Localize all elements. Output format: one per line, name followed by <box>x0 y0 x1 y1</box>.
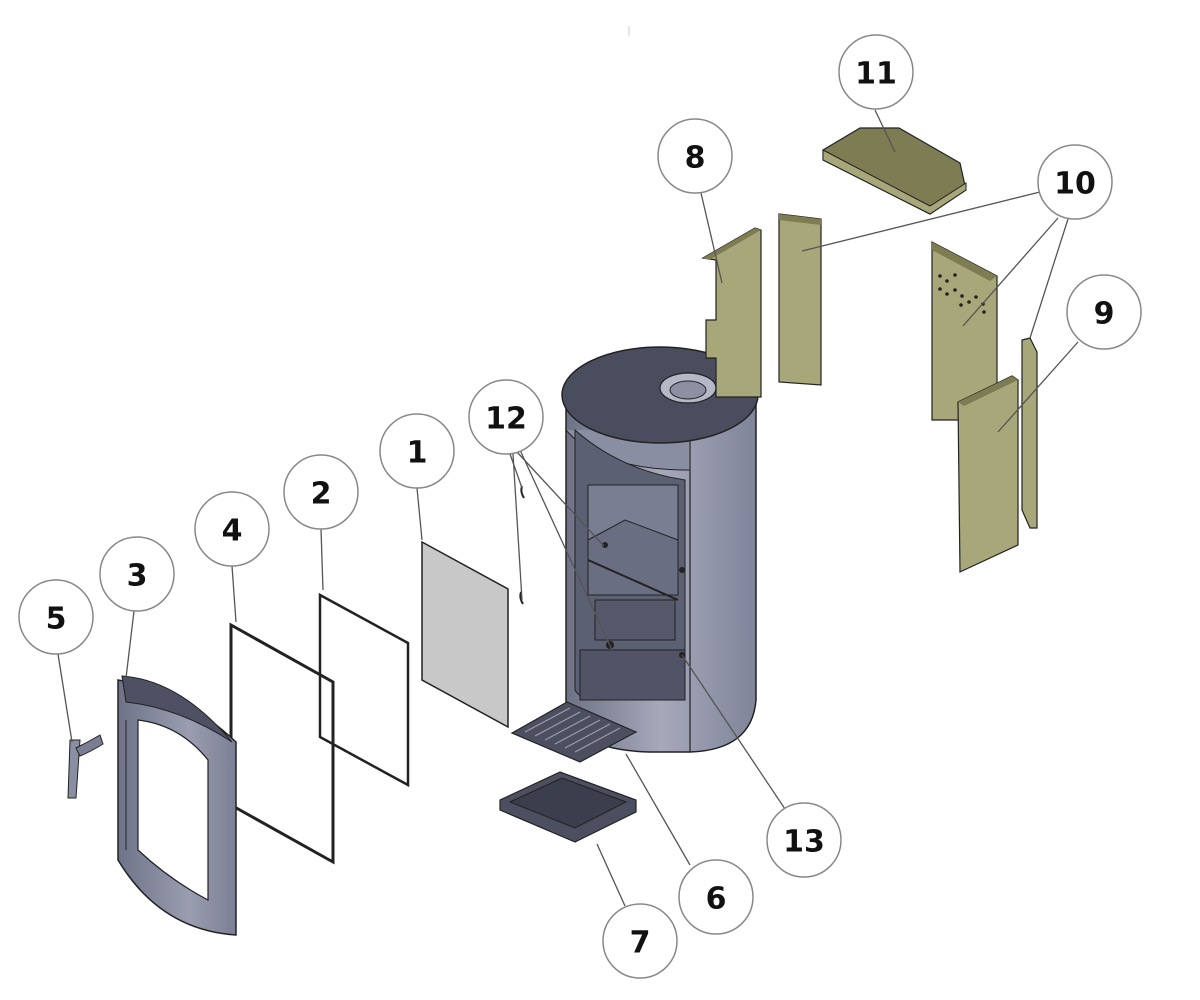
door-gasket <box>229 622 335 865</box>
back-firebrick-right <box>931 241 998 421</box>
callout-10: 10 <box>1037 144 1113 220</box>
callout-label: 2 <box>311 477 332 512</box>
firebrick-strip <box>1021 337 1038 529</box>
callout-label: 9 <box>1094 297 1115 332</box>
callout-6: 6 <box>678 859 754 935</box>
ash-pan <box>499 771 637 843</box>
callout-label: 4 <box>222 514 243 549</box>
callout-label: 13 <box>783 825 825 860</box>
callout-8: 8 <box>657 118 733 194</box>
door-frame <box>117 675 237 936</box>
callout-11: 11 <box>838 34 914 110</box>
callout-1: 1 <box>379 413 455 489</box>
callout-label: 12 <box>485 402 527 437</box>
callout-label: 3 <box>127 559 148 594</box>
stove-body <box>561 346 759 753</box>
glass-panel <box>421 540 509 729</box>
glass-clip-lower <box>519 591 524 605</box>
callout-7: 7 <box>602 903 678 979</box>
back-firebrick-center <box>778 213 822 386</box>
leader-lines <box>57 109 1079 907</box>
callout-9: 9 <box>1066 274 1142 350</box>
baffle-plate <box>822 127 967 215</box>
callout-12: 12 <box>468 379 544 455</box>
callout-label: 6 <box>706 882 727 917</box>
side-firebrick-right <box>957 375 1019 573</box>
callout-label: 7 <box>630 926 651 961</box>
callout-label: 10 <box>1054 167 1096 202</box>
callout-4: 4 <box>194 491 270 567</box>
callout-5: 5 <box>18 579 94 655</box>
door-handle <box>67 734 104 799</box>
callout-13: 13 <box>766 802 842 878</box>
callout-2: 2 <box>283 454 359 530</box>
callout-label: 5 <box>46 602 67 637</box>
glass-gasket-inner <box>318 592 410 788</box>
grate <box>510 701 638 763</box>
side-firebrick-left <box>701 227 762 398</box>
callout-3: 3 <box>99 536 175 612</box>
callout-label: 1 <box>407 436 428 471</box>
callout-label: 11 <box>855 57 897 92</box>
callout-label: 8 <box>685 141 706 176</box>
